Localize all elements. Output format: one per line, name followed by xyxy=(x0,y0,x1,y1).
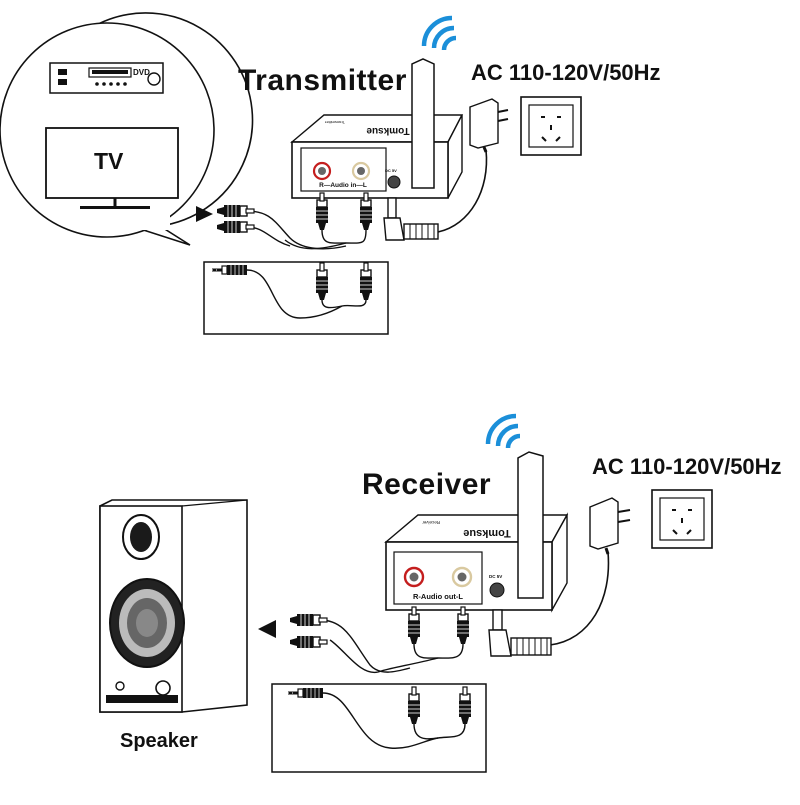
rx-dc-jack[interactable] xyxy=(489,582,505,598)
tx-rca-cable xyxy=(216,192,373,250)
arrow-icon xyxy=(258,620,276,638)
transmitter-power-label: AC 110-120V/50Hz xyxy=(471,60,661,85)
wifi-signal-icon xyxy=(424,18,456,50)
tx-port-label: R—Audio in—L xyxy=(319,182,367,189)
tx-antenna xyxy=(411,58,435,189)
rx-brand: Tomksue xyxy=(463,527,510,539)
receiver-power-label: AC 110-120V/50Hz xyxy=(592,454,782,479)
speaker-drawing xyxy=(99,499,248,713)
tx-dc-label: DC 5V xyxy=(385,168,397,173)
rx-dc-label: DC 5V xyxy=(489,574,502,579)
tx-dc-jack[interactable] xyxy=(387,175,401,189)
tx-power-adapter xyxy=(437,98,509,233)
receiver-title: Receiver xyxy=(362,468,492,501)
transmitter-unit: Tomksue Transmitter R—Audio in—L DC 5V xyxy=(290,58,464,199)
rx-model: Receiver xyxy=(422,520,440,525)
rx-port-label: R-Audio out-L xyxy=(413,592,463,601)
rca-plug-icon[interactable] xyxy=(456,606,470,645)
tx-brand: Tomksue xyxy=(366,125,410,136)
tv-label: TV xyxy=(94,148,124,174)
arrow-icon xyxy=(196,206,213,222)
wifi-signal-icon xyxy=(488,416,520,448)
rx-aux-cable-box xyxy=(271,683,487,773)
speaker-label: Speaker xyxy=(120,730,198,752)
power-outlet-icon xyxy=(520,96,582,156)
rx-dc-plug xyxy=(488,609,552,657)
tx-aux-cable-box xyxy=(203,261,389,335)
source-callout: DVD xyxy=(0,12,254,246)
tx-model: Transmitter xyxy=(324,120,345,125)
power-outlet-icon xyxy=(651,489,713,549)
tx-dc-plug xyxy=(383,197,439,241)
receiver-unit: Tomksue Receiver R-Audio out-L DC 5V xyxy=(384,451,569,613)
rx-power-adapter xyxy=(549,497,631,646)
rx-antenna xyxy=(517,451,544,599)
rca-plug-icon[interactable] xyxy=(407,606,421,645)
dvd-label: DVD xyxy=(133,68,150,77)
tv-set xyxy=(45,127,179,209)
dvd-player: DVD xyxy=(49,62,164,94)
transmitter-title: Transmitter xyxy=(238,64,407,97)
rx-rca-cable xyxy=(289,606,470,673)
